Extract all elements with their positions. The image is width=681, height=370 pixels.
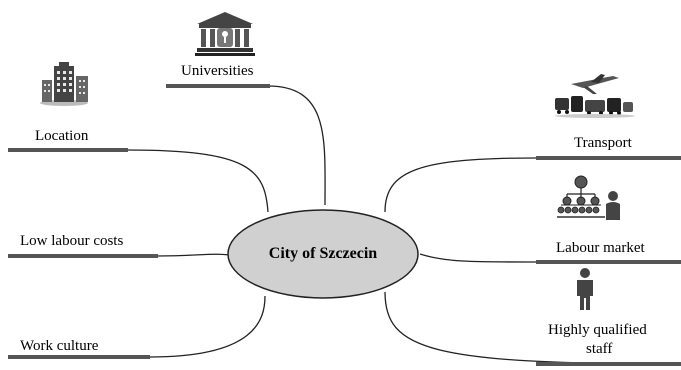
connector-work-culture — [149, 295, 266, 358]
location-label: Location — [35, 128, 89, 144]
city-buildings-icon — [40, 62, 88, 106]
connector-labour-market — [419, 253, 537, 263]
work-culture-label: Work culture — [20, 338, 99, 354]
low-labour-costs-label: Low labour costs — [20, 233, 124, 249]
labour-market-label: Labour market — [556, 240, 645, 256]
universities-label: Universities — [181, 63, 254, 79]
highly-qualified-staff-bar — [536, 362, 681, 366]
center-label: City of Szczecin — [268, 245, 378, 262]
transport-label: Transport — [574, 135, 632, 151]
connector-low-labour-costs — [157, 253, 237, 257]
connector-transport — [384, 157, 537, 213]
highly-qualified-staff-label-line1: Highly qualified — [548, 322, 647, 338]
center-ellipse — [227, 209, 419, 299]
university-building-icon — [195, 12, 255, 56]
low-labour-costs-bar — [8, 254, 158, 258]
person-icon — [577, 268, 593, 310]
location-bar — [8, 148, 128, 152]
labour-market-bar — [536, 260, 681, 264]
organisation-chart-icon — [557, 175, 620, 220]
connector-universities — [267, 85, 326, 206]
work-culture-bar — [8, 355, 150, 359]
connector-location — [127, 149, 269, 213]
universities-bar — [166, 84, 270, 88]
highly-qualified-staff-label-line2: staff — [586, 341, 613, 357]
transport-bar — [536, 156, 681, 160]
transport-vehicles-icon — [555, 74, 635, 118]
